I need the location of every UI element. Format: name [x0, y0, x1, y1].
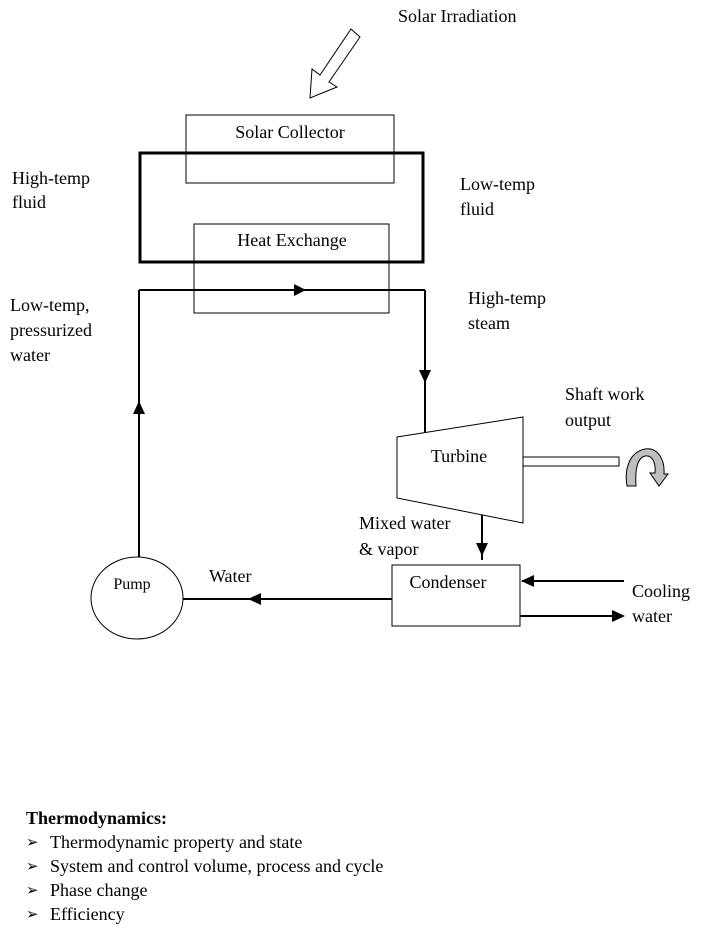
mixed-water-vapor-label: Mixed water & vapor [359, 513, 455, 559]
water-label: Water [209, 566, 252, 586]
shaft-work-line-2: output [565, 410, 611, 430]
thermodynamics-summary: Thermodynamics: ➢ Thermodynamic property … [26, 806, 383, 926]
pump-label: Pump [113, 576, 150, 593]
fluid-loop-box [138, 151, 425, 264]
high-temp-fluid-line-1: High-temp [12, 168, 90, 188]
low-temp-fluid-line-1: Low-temp [460, 174, 535, 194]
condenser-box [391, 564, 521, 627]
low-temp-water-line-2: pressurized [10, 320, 92, 340]
pump-circle [90, 556, 184, 640]
shaft-work-output-label: Shaft work output [565, 384, 649, 430]
turbine-shape [396, 416, 524, 524]
low-temp-water-line-1: Low-temp, [10, 295, 89, 315]
high-temp-fluid-line-2: fluid [12, 192, 46, 212]
cooling-water-line-2: water [632, 606, 672, 626]
shaft-work-line-1: Shaft work [565, 384, 645, 404]
high-temp-steam-line-1: High-temp [468, 288, 546, 308]
arrow-bullet-icon: ➢ [26, 857, 39, 875]
condenser-to-pump-arrowhead [248, 593, 261, 605]
turbine-to-condenser-arrowhead [476, 543, 488, 556]
loop-top-arrowhead [294, 284, 306, 296]
cooling-water-line-1: Cooling [632, 581, 690, 601]
high-temp-steam-label: High-temp steam [468, 288, 551, 333]
pump-up-arrowhead [133, 401, 145, 414]
high-temp-fluid-label: High-temp fluid [12, 168, 95, 212]
summary-title: Thermodynamics: [26, 808, 167, 828]
condenser-label: Condenser [410, 572, 487, 592]
summary-item-text: Thermodynamic property and state [50, 832, 303, 852]
arrow-bullet-icon: ➢ [26, 905, 39, 923]
solar-irradiation-arrow [309, 28, 361, 99]
summary-item-text: System and control volume, process and c… [50, 856, 384, 876]
mixed-water-line-1: Mixed water [359, 513, 450, 533]
summary-item: ➢ Thermodynamic property and state [26, 830, 383, 854]
heat-exchange-label: Heat Exchange [237, 230, 346, 250]
high-temp-steam-line-2: steam [468, 313, 510, 333]
low-temp-pressurized-water-label: Low-temp, pressurized water [10, 295, 96, 365]
steam-down-arrowhead [419, 370, 431, 383]
solar-irradiation-label: Solar Irradiation [398, 6, 516, 26]
low-temp-water-line-3: water [10, 345, 50, 365]
summary-item-text: Phase change [50, 880, 148, 900]
cooling-water-label: Cooling water [632, 581, 695, 626]
arrow-bullet-icon: ➢ [26, 833, 39, 851]
cooling-water-out-arrowhead [612, 610, 625, 622]
summary-list: ➢ Thermodynamic property and state ➢ Syste… [26, 830, 383, 926]
rotation-arrow-icon [625, 448, 669, 487]
low-temp-fluid-label: Low-temp fluid [460, 174, 539, 219]
heat-exchange-box [193, 223, 390, 314]
summary-item-text: Efficiency [50, 904, 125, 924]
summary-item: ➢ Efficiency [26, 902, 383, 926]
turbine-label: Turbine [431, 446, 487, 466]
summary-item: ➢ Phase change [26, 878, 383, 902]
cooling-water-in-arrowhead [521, 575, 534, 587]
solar-collector-label: Solar Collector [235, 122, 344, 142]
arrow-bullet-icon: ➢ [26, 881, 39, 899]
summary-item: ➢ System and control volume, process and … [26, 854, 383, 878]
mixed-water-line-2: & vapor [359, 539, 418, 559]
low-temp-fluid-line-2: fluid [460, 199, 494, 219]
solar-collector-box [185, 114, 395, 184]
shaft [522, 456, 620, 467]
